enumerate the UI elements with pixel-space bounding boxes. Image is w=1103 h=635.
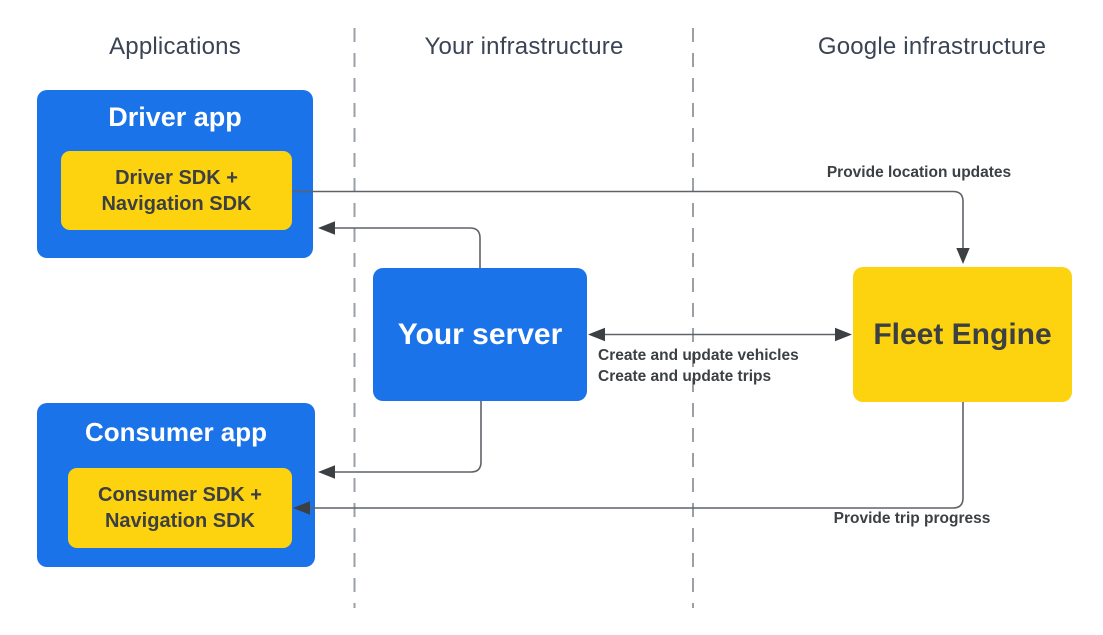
driver-sdk-line1: Driver SDK + xyxy=(115,166,238,189)
label-provide-trip-progress: Provide trip progress xyxy=(833,510,991,527)
your-server-node: Your server xyxy=(373,268,587,401)
driver-sdk-node: Driver SDK + Navigation SDK xyxy=(61,151,292,230)
consumer-sdk-node: Consumer SDK + Navigation SDK xyxy=(68,468,292,548)
label-create-update-trips: Create and update trips xyxy=(598,368,772,385)
consumer-app-node: Consumer app Consumer SDK + Navigation S… xyxy=(37,403,315,567)
column-header-your-infrastructure: Your infrastructure xyxy=(424,33,624,60)
driver-sdk-line2: Navigation SDK xyxy=(101,192,252,215)
driver-app-node: Driver app Driver SDK + Navigation SDK xyxy=(37,90,313,258)
driver-app-title: Driver app xyxy=(108,102,242,132)
column-header-google-infrastructure: Google infrastructure xyxy=(817,33,1047,60)
label-create-update-vehicles: Create and update vehicles xyxy=(598,347,799,364)
column-header-applications: Applications xyxy=(109,33,241,60)
fleet-engine-title: Fleet Engine xyxy=(873,317,1052,351)
consumer-sdk-line1: Consumer SDK + xyxy=(98,484,262,506)
your-server-title: Your server xyxy=(397,317,563,351)
consumer-sdk-line2: Navigation SDK xyxy=(104,510,256,532)
consumer-app-title: Consumer app xyxy=(84,417,268,447)
fleet-engine-node: Fleet Engine xyxy=(853,267,1072,402)
label-provide-location-updates: Provide location updates xyxy=(826,164,1012,181)
label-create-update: Create and update vehicles Create and up… xyxy=(598,345,799,387)
